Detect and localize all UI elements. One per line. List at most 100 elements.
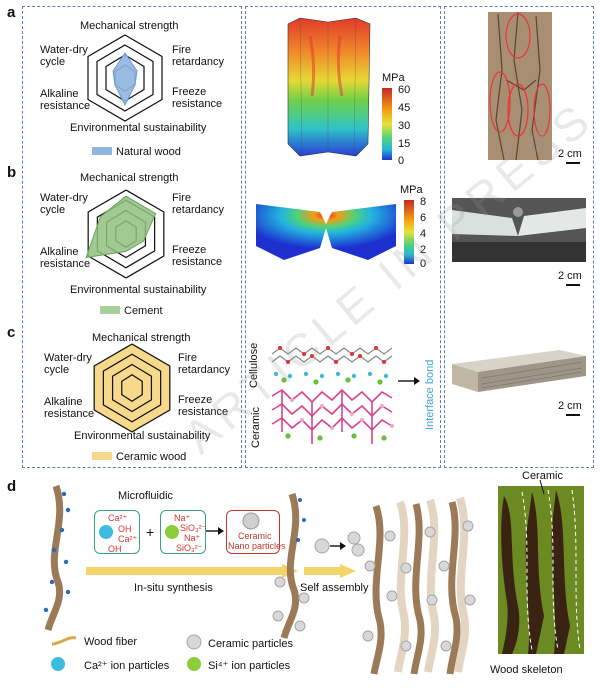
micro-ceramic-label: Ceramic — [522, 470, 563, 482]
radar-c-top-label: Mechanical strength — [92, 332, 191, 344]
legend-si-label: Si⁴⁺ ion particles — [208, 660, 291, 672]
radar-c-ll2: resistance — [44, 408, 95, 420]
radar-a-lr2: resistance — [172, 98, 223, 110]
box3-nano: Nano particles — [228, 541, 286, 551]
radar-c-area — [94, 344, 170, 432]
legend-si-icon — [187, 657, 201, 671]
radar-b-ur1: Fire — [172, 192, 191, 204]
colorbar-b-unit: MPa — [400, 184, 423, 196]
radar-a-ll2: resistance — [40, 100, 91, 112]
radar-a-ul2: cycle — [40, 56, 66, 68]
box1-oh2: OH — [108, 544, 122, 554]
radar-c-ul2: cycle — [44, 364, 70, 376]
radar-c-ll1: Alkaline — [44, 396, 83, 408]
arrow-to-ceramic — [206, 527, 224, 535]
interface-bond-arrow — [398, 377, 420, 385]
box2-sio2: SiO₃²⁻ — [176, 543, 203, 553]
radar-b-legend-label: Cement — [124, 305, 163, 317]
radar-b-plot — [85, 189, 165, 279]
box1-oh1: OH — [118, 524, 132, 534]
radar-b-ur2: retardancy — [172, 204, 224, 216]
radar-a-legend-label: Natural wood — [116, 146, 181, 158]
box-ceramic-nano — [226, 510, 280, 554]
radar-a-ul1: Water-dry — [40, 44, 88, 56]
radar-c-bottom-label: Environmental sustainability — [74, 430, 211, 442]
self-assembly-arrow — [304, 564, 356, 578]
colorbar-a-unit: MPa — [382, 72, 405, 84]
colorbar-a-tick-4: 0 — [398, 155, 405, 167]
radar-b-legend-swatch — [100, 306, 120, 314]
radar-a-ur1: Fire — [172, 44, 191, 56]
photo-cracked-wood — [488, 11, 552, 161]
radar-a-ll1: Alkaline — [40, 88, 79, 100]
colorbar-a — [382, 88, 392, 160]
colorbar-b — [404, 200, 414, 264]
colorbar-b-tick-2: 4 — [420, 228, 427, 240]
radar-b-bottom-label: Environmental sustainability — [70, 284, 207, 296]
radar-c-legend-label: Ceramic wood — [116, 451, 187, 463]
legend-ca-label: Ca²⁺ ion particles — [84, 660, 170, 672]
interface-bond-label: Interface bond — [424, 359, 436, 430]
scale-bar-c — [566, 414, 580, 416]
scale-bar-b — [566, 284, 580, 286]
radar-b-top-label: Mechanical strength — [80, 172, 179, 184]
radar-a-top-label: Mechanical strength — [80, 20, 179, 32]
radar-c-legend-swatch — [92, 452, 112, 460]
scale-label-b: 2 cm — [558, 270, 582, 282]
radar-a-area — [112, 52, 138, 107]
radar-a-bottom-label: Environmental sustainability — [70, 122, 207, 134]
ceramic-particle-icon — [242, 512, 260, 530]
colorbar-a-tick-0: 60 — [398, 84, 411, 96]
radar-c-lr1: Freeze — [178, 394, 213, 406]
radar-a-lr1: Freeze — [172, 86, 207, 98]
radar-b-ll1: Alkaline — [40, 246, 79, 258]
microfluidic-title: Microfluidic — [118, 490, 174, 502]
wood-fiber-with-ceramics — [272, 492, 310, 639]
colorbar-a-tick-2: 30 — [398, 120, 411, 132]
box1-ca1: Ca²⁺ — [108, 513, 128, 523]
photo-ceramic-wood — [452, 350, 586, 392]
ceramic-cluster — [314, 531, 365, 557]
micro-ceramic-pointer — [539, 480, 545, 494]
radar-b-lr1: Freeze — [172, 244, 207, 256]
plus-sign: + — [146, 524, 155, 540]
colorbar-b-tick-3: 2 — [420, 244, 427, 256]
si-particle-icon — [165, 525, 179, 539]
panel-box-left — [22, 6, 242, 468]
panel-label-b: b — [7, 164, 17, 181]
box3-ceramic: Ceramic — [238, 531, 272, 541]
photo-broken-cement — [452, 198, 586, 262]
colorbar-a-tick-3: 15 — [398, 138, 411, 150]
radar-b-ll2: resistance — [40, 258, 91, 270]
box1-ca2: Ca²⁺ — [118, 534, 138, 544]
colorbar-a-tick-1: 45 — [398, 102, 411, 114]
ca-particle-icon — [99, 525, 113, 539]
colorbar-b-tick-0: 8 — [420, 196, 427, 208]
radar-a-plot — [87, 34, 163, 122]
microscopy-image — [498, 486, 584, 654]
fem-column-simulation — [287, 17, 371, 157]
panel-label-a: a — [7, 4, 16, 21]
legend-ceramic-icon — [186, 634, 202, 650]
radar-b-area — [85, 195, 157, 259]
radar-b-lr2: resistance — [172, 256, 223, 268]
wood-fiber-left — [43, 484, 71, 631]
self-assembly-label: Self assembly — [300, 582, 369, 594]
colorbar-b-tick-4: 0 — [420, 258, 427, 270]
radar-c-lr2: resistance — [178, 406, 229, 418]
micro-skeleton-label: Wood skeleton — [490, 664, 563, 676]
fem-beam-simulation — [256, 204, 396, 260]
scale-label-c: 2 cm — [558, 400, 582, 412]
scale-label-a: 2 cm — [558, 148, 582, 160]
in-situ-label: In-situ synthesis — [134, 582, 213, 594]
legend-ceramic-label: Ceramic particles — [208, 638, 293, 650]
radar-a-legend-swatch — [92, 147, 112, 155]
radar-c-ul1: Water-dry — [44, 352, 92, 364]
panel-label-d: d — [7, 478, 17, 495]
in-situ-arrow — [86, 564, 298, 578]
assembled-fibers — [362, 496, 476, 675]
box2-na2: Na⁺ — [184, 533, 201, 543]
colorbar-b-tick-1: 6 — [420, 212, 427, 224]
radar-c-ur1: Fire — [178, 352, 197, 364]
radar-c-plot — [93, 343, 171, 433]
